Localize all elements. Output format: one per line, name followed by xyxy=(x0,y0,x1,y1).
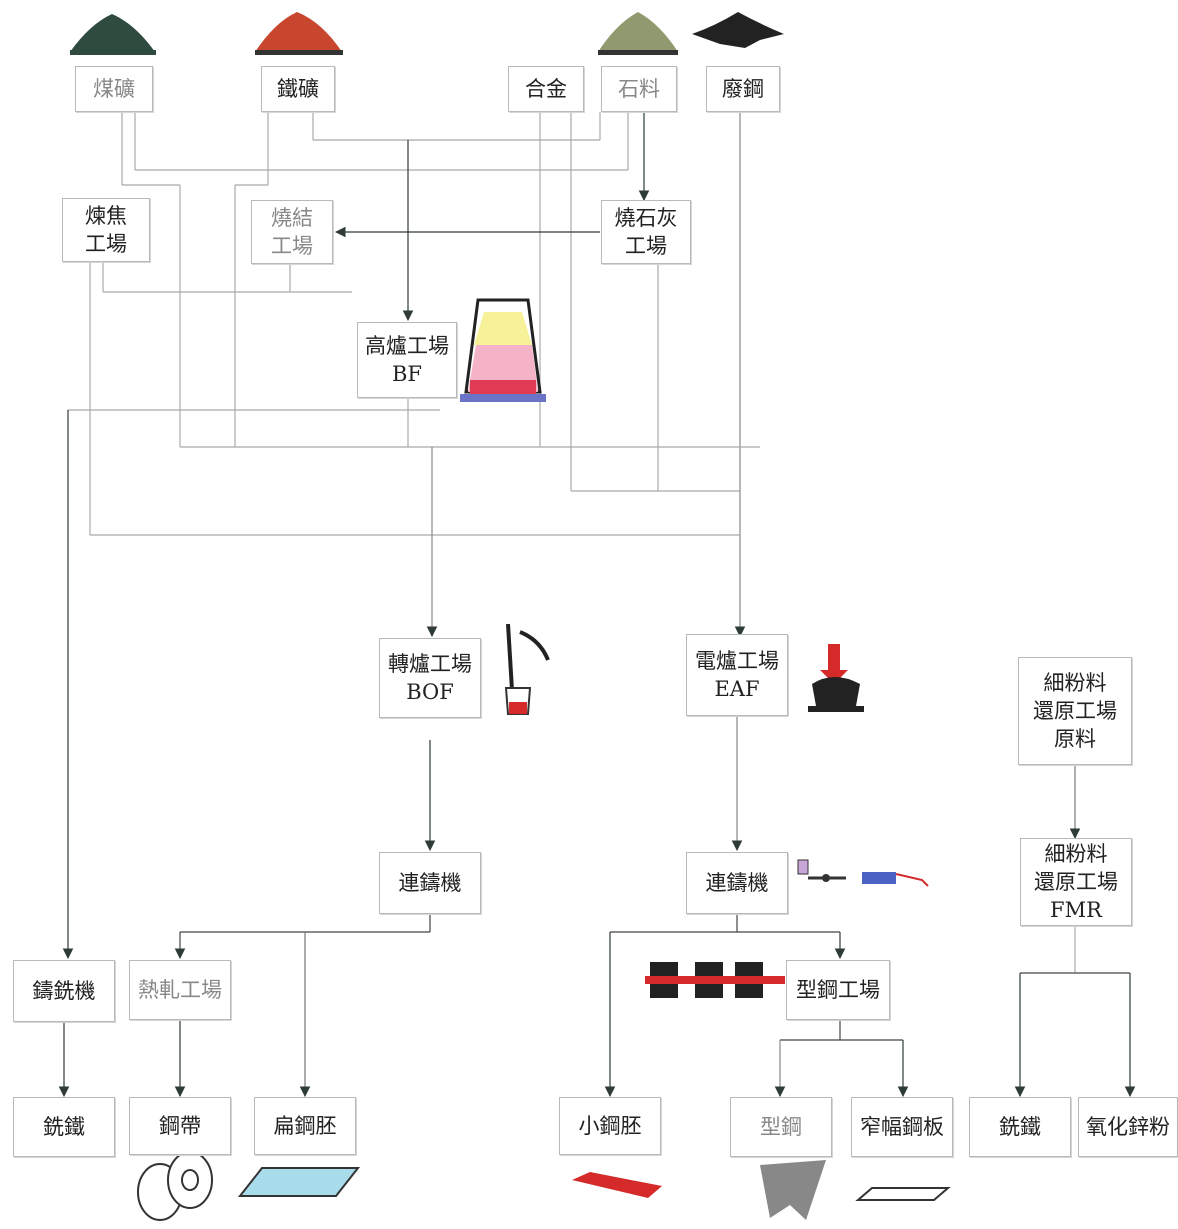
zinc-oxide-node: 氧化鋅粉 xyxy=(1078,1097,1178,1157)
coal-pile-icon xyxy=(70,14,156,55)
converter-icon xyxy=(504,623,550,715)
blast-furnace-node: 高爐工場 BF xyxy=(357,322,457,398)
section-steel-node: 型鋼 xyxy=(730,1097,832,1157)
billet-icon xyxy=(572,1172,662,1198)
bof-node: 轉爐工場 BOF xyxy=(379,638,481,718)
scrap-pile-icon xyxy=(692,12,784,48)
sintering-plant-node: 燒結 工場 xyxy=(251,200,333,264)
limestone-pile-icon xyxy=(598,12,678,55)
eaf-icon xyxy=(808,644,864,712)
coking-plant-node: 煉焦 工場 xyxy=(62,198,150,262)
fmr-feed-node: 細粉料 還原工場 原料 xyxy=(1018,657,1132,765)
plate-icon xyxy=(855,1187,951,1201)
caster-icon xyxy=(797,859,929,887)
rolling-mill-icon xyxy=(645,962,785,998)
lime-kiln-node: 燒石灰 工場 xyxy=(601,200,691,264)
i-beam-icon xyxy=(760,1160,826,1220)
scrap-steel-node: 廢鋼 xyxy=(706,66,780,112)
bof-caster-node: 連鑄機 xyxy=(379,852,481,914)
coil-icon xyxy=(137,1151,213,1221)
slab-icon xyxy=(237,1167,361,1197)
iron-ore-node: 鐵礦 xyxy=(261,66,335,112)
coal-mine-node: 煤礦 xyxy=(75,66,153,112)
eaf-caster-node: 連鑄機 xyxy=(686,852,788,914)
pig-casting-node: 鑄銑機 xyxy=(13,960,115,1022)
iron-ore-pile-icon xyxy=(255,12,343,55)
limestone-node: 石料 xyxy=(601,66,677,112)
steel-strip-node: 鋼帶 xyxy=(129,1097,231,1155)
alloy-node: 合金 xyxy=(508,66,584,112)
billet-node: 小鋼胚 xyxy=(559,1097,661,1155)
section-mill-node: 型鋼工場 xyxy=(786,960,890,1020)
blast-furnace-icon xyxy=(460,298,546,402)
fmr-pig-iron-node: 銑鐵 xyxy=(969,1097,1071,1157)
fmr-node: 細粉料 還原工場 FMR xyxy=(1020,838,1132,926)
slab-node: 扁鋼胚 xyxy=(254,1097,356,1155)
narrow-plate-node: 窄幅鋼板 xyxy=(851,1097,953,1157)
pig-iron-node: 銑鐵 xyxy=(13,1097,115,1157)
hot-rolling-node: 熱軋工場 xyxy=(129,960,231,1020)
eaf-node: 電爐工場 EAF xyxy=(686,634,788,716)
